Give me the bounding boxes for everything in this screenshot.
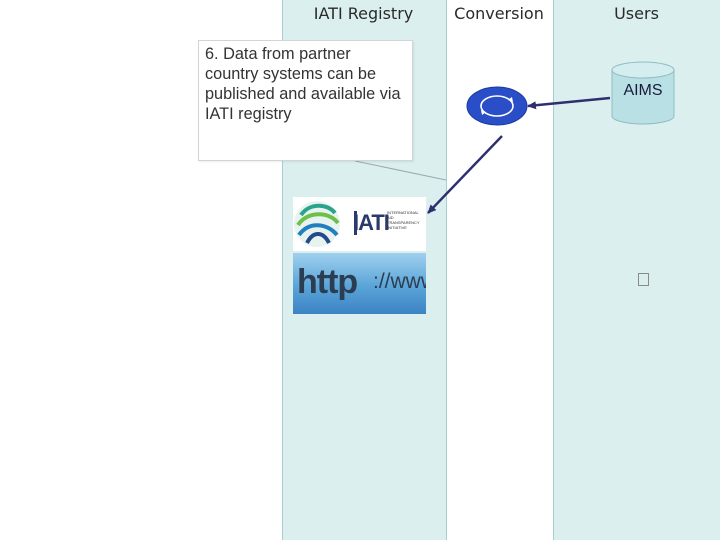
iati-logo: IATI INTERNATIONAL AID TRANSPARENCY INIT… (293, 197, 426, 251)
http-banner: http ://www (293, 253, 426, 314)
aims-to-conversion-arrow (527, 96, 611, 110)
conversion-cycle-icon (466, 86, 528, 126)
conversion-to-registry-arrow (427, 135, 503, 214)
callout-text: 6. Data from partner country systems can… (205, 45, 401, 123)
http-banner-rest: ://www (373, 270, 426, 293)
iati-logo-subtitle: INTERNATIONAL AID TRANSPARENCY INITIATIV… (387, 210, 420, 230)
iati-globe-icon (294, 201, 357, 247)
aims-label: AIMS (623, 82, 663, 99)
http-banner-text: http (297, 263, 358, 301)
database-icon (611, 61, 675, 125)
lane-title-iati-registry: IATI Registry (313, 4, 414, 23)
lane-title-users: Users (614, 4, 659, 23)
placeholder-glyph (638, 273, 649, 286)
iati-logo-text: IATI (353, 210, 390, 235)
callout-box: 6. Data from partner country systems can… (198, 40, 413, 161)
lane-title-conversion: Conversion (454, 4, 544, 23)
callout-connector (354, 160, 447, 181)
